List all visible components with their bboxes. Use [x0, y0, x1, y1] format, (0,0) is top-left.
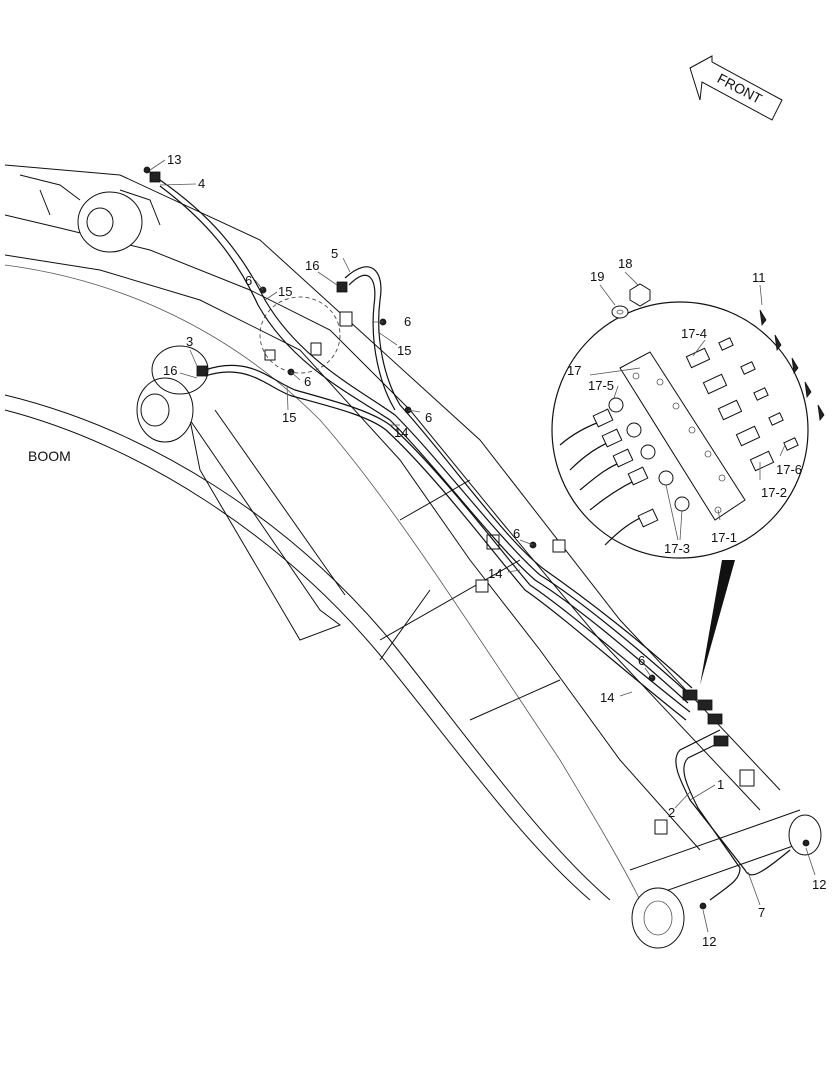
callout-6-e: 6 [513, 526, 520, 541]
callout-15-c: 15 [282, 410, 296, 425]
callout-16-upper: 16 [305, 258, 319, 273]
callout-labels: 13 4 5 16 6 15 6 15 3 16 6 15 6 14 6 14 … [28, 152, 826, 949]
callout-15-a: 15 [278, 284, 292, 299]
leader-lines [149, 159, 816, 933]
callout-6-c: 6 [304, 374, 311, 389]
callout-5: 5 [331, 246, 338, 261]
callout-3: 3 [186, 334, 193, 349]
callout-16-lower: 16 [163, 363, 177, 378]
callout-6-d: 6 [425, 410, 432, 425]
callout-11: 11 [752, 270, 766, 285]
callout-17-6: 17-6 [776, 462, 802, 477]
callout-14-c: 14 [600, 690, 614, 705]
callout-13: 13 [167, 152, 181, 167]
callout-14-a: 14 [394, 425, 408, 440]
boom-structure [4, 164, 822, 949]
callout-6-a: 6 [245, 273, 252, 288]
callout-18: 18 [618, 256, 632, 271]
callout-19: 19 [590, 269, 604, 284]
callout-12-left: 12 [702, 934, 716, 949]
callout-1: 1 [717, 777, 724, 792]
callout-17-4: 17-4 [681, 326, 707, 341]
callout-4: 4 [198, 176, 205, 191]
callout-17-1: 17-1 [711, 530, 737, 545]
detail-view [551, 283, 825, 559]
callout-17-3: 17-3 [664, 541, 690, 556]
front-direction-arrow: FRONT [689, 55, 783, 121]
detail-leader-wedge [700, 560, 735, 685]
callout-17: 17 [567, 363, 581, 378]
callout-12-right: 12 [812, 877, 826, 892]
callout-6-f: 6 [638, 653, 645, 668]
boom-label: BOOM [28, 448, 71, 464]
callout-14-b: 14 [488, 566, 502, 581]
callout-15-b: 15 [397, 343, 411, 358]
callout-2: 2 [668, 805, 675, 820]
hose-lines [143, 166, 810, 910]
callout-17-2: 17-2 [761, 485, 787, 500]
callout-17-5: 17-5 [588, 378, 614, 393]
callout-6-b: 6 [404, 314, 411, 329]
callout-7: 7 [758, 905, 765, 920]
